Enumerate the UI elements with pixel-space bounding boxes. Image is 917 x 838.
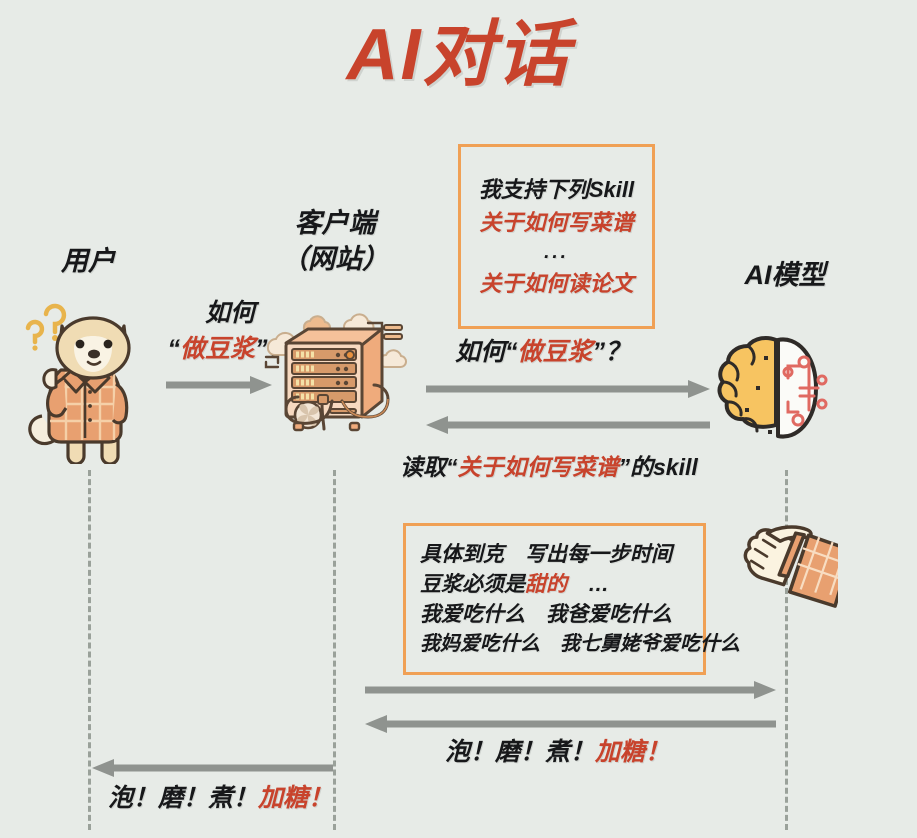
participant-label-user: 用户 — [61, 246, 115, 276]
message-model-reply: 泡！磨！煮！加糖！ — [445, 736, 670, 769]
msg-seg: 泡！磨！煮！ — [445, 738, 596, 766]
recipe-detail-box: 具体到克 写出每一步时间 豆浆必须是甜的 … 我爱吃什么 我爸爱吃什么 我妈爱吃… — [403, 523, 740, 675]
participant-label-client: 客户端 （网站） — [255, 205, 415, 278]
arrow-client-to-model-detail — [363, 679, 778, 701]
msg-seg: 关于如何写菜谱 — [457, 454, 619, 480]
msg-seg: ”？ — [592, 338, 631, 366]
skill-box-line-1: 关于如何写菜谱 — [479, 209, 634, 235]
msg-seg: “ — [167, 335, 180, 364]
recipe-detail-line-3: 我妈爱吃什么 我七舅姥爷爱吃什么 — [420, 630, 740, 658]
lifeline-user — [88, 470, 91, 830]
msg-seg: 读取“ — [400, 454, 458, 480]
msg-seg: 我妈爱吃什么 我七舅姥爷爱吃什么 — [420, 632, 740, 655]
skill-box-line-0: 我支持下列Skill — [478, 176, 635, 202]
skill-box-line-3: 关于如何读论文 — [479, 271, 634, 297]
page-title: AI对话 — [346, 15, 571, 95]
msg-seg: 甜的 — [525, 572, 567, 596]
skill-box-line-2: ... — [544, 241, 569, 263]
arrow-client-to-user-reply — [90, 757, 335, 779]
msg-seg: 如何 — [204, 299, 255, 327]
arrow-user-to-client — [164, 374, 274, 396]
participant-label-client-line1: 客户端 — [294, 208, 376, 238]
lifeline-model — [785, 470, 788, 830]
arrow-model-to-client-skillread — [424, 414, 712, 436]
msg-seg: 我爱吃什么 我爸爱吃什么 — [420, 602, 672, 626]
msg-seg: 加糖！ — [258, 784, 334, 812]
participant-label-model: AI模型 — [744, 260, 826, 290]
message-user-to-client-line1: 如何 — [140, 295, 320, 331]
msg-seg: 豆浆必须是 — [420, 572, 525, 596]
recipe-detail-line-0: 具体到克 写出每一步时间 — [420, 540, 689, 570]
participant-label-client-line2: （网站） — [281, 244, 389, 275]
recipe-detail-line-1: 豆浆必须是甜的 … — [420, 570, 689, 600]
shiba-dog-icon — [16, 292, 156, 464]
brain-icon — [712, 330, 842, 448]
arrow-model-to-client-reply — [363, 713, 778, 735]
pointing-hand-icon — [738, 512, 838, 632]
msg-seg: 做豆浆 — [179, 335, 255, 364]
msg-seg: 加糖！ — [595, 738, 671, 766]
msg-seg: 泡！磨！煮！ — [108, 784, 259, 812]
lifeline-client — [333, 470, 336, 830]
message-client-to-model: 如何“做豆浆”？ — [455, 336, 630, 369]
message-client-reply: 泡！磨！煮！加糖！ — [108, 782, 333, 815]
arrow-client-to-model — [424, 378, 712, 400]
msg-seg: 具体到克 写出每一步时间 — [420, 543, 672, 567]
message-read-skill: 读取“关于如何写菜谱”的skill — [400, 453, 698, 483]
msg-seg: … — [567, 572, 609, 596]
msg-seg: 如何“ — [455, 338, 518, 366]
msg-seg: ”的skill — [618, 454, 698, 480]
skill-announcement-box: 我支持下列Skill 关于如何写菜谱 ... 关于如何读论文 — [458, 144, 655, 329]
recipe-detail-line-2: 我爱吃什么 我爸爱吃什么 — [420, 600, 689, 630]
msg-seg: 做豆浆 — [517, 338, 593, 366]
server-rack-icon — [258, 305, 410, 445]
